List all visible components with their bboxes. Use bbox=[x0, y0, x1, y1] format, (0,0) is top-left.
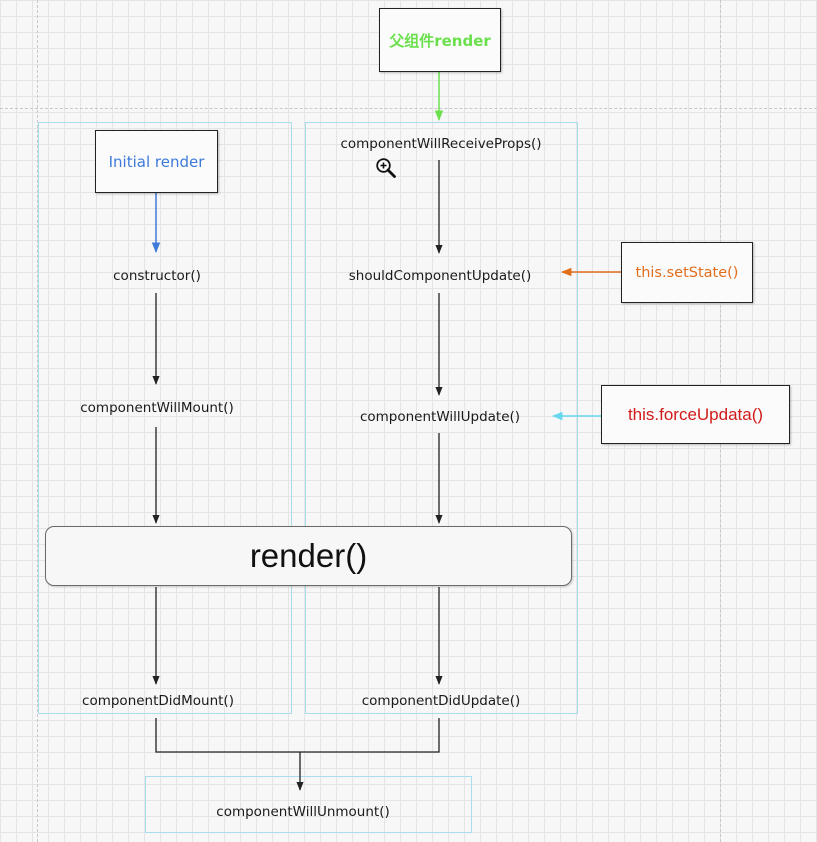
set-state-box: this.setState() bbox=[621, 242, 753, 303]
grid-guide-horizontal bbox=[0, 108, 817, 109]
parent-render-box: 父组件render bbox=[379, 8, 501, 72]
should-component-update-node: shouldComponentUpdate() bbox=[348, 268, 532, 284]
merge-line-to-unmount bbox=[155, 718, 440, 753]
unmount-panel bbox=[145, 776, 472, 833]
component-will-receive-props-node: componentWillReceiveProps() bbox=[340, 136, 542, 152]
mount-panel bbox=[38, 122, 292, 714]
zoom-in-icon bbox=[376, 158, 396, 178]
component-will-mount-node: componentWillMount() bbox=[80, 400, 234, 416]
update-panel bbox=[305, 122, 578, 714]
render-box: render() bbox=[45, 526, 572, 586]
component-did-mount-node: componentDidMount() bbox=[82, 693, 234, 709]
component-will-unmount-node: componentWillUnmount() bbox=[216, 804, 390, 820]
grid-guide-vertical-left bbox=[37, 0, 38, 842]
component-will-update-node: componentWillUpdate() bbox=[359, 409, 521, 425]
constructor-node: constructor() bbox=[113, 268, 201, 284]
force-update-box: this.forceUpdata() bbox=[601, 385, 790, 444]
initial-render-box: Initial render bbox=[95, 130, 218, 193]
component-did-update-node: componentDidUpdate() bbox=[361, 693, 521, 709]
